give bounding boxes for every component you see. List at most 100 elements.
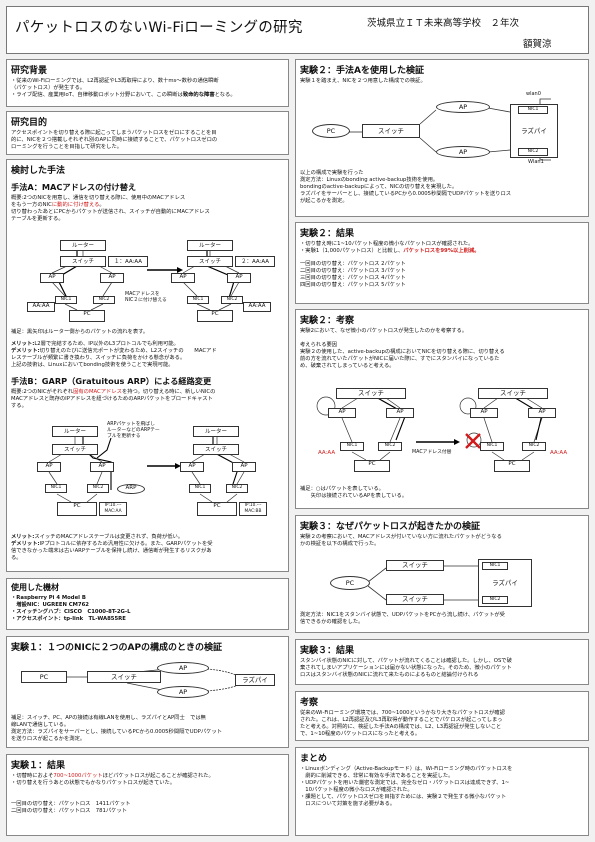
experiment2-section: 実験２：手法Aを使用した検証 実験１を踏まえ、NICを２つ用意した構成での検証。… bbox=[295, 59, 589, 217]
mac-address-label: AA:AA bbox=[550, 450, 568, 456]
result-value: 二回目の切り替え：パケットロス 781パケット bbox=[11, 808, 128, 814]
demerit-b-line: る。 bbox=[11, 555, 22, 561]
background-line: ・ライブ配信、産業用IoT、自律移動ロボット分野において、この瞬断は致命的な障害… bbox=[11, 92, 236, 98]
pc-node: PC bbox=[21, 671, 67, 683]
experiment1-notes: 補足：スイッチ、PC、APの接続は有線LANを使用し、ラズパイとAP同士 では無… bbox=[7, 715, 288, 743]
school-name: 茨城県立ＩＴ未来高等学校 ２年次 bbox=[367, 18, 520, 29]
diagram-lines bbox=[367, 565, 482, 601]
method-line: が起こるかを測定。 bbox=[300, 198, 348, 204]
ap-node: AP bbox=[528, 408, 556, 418]
switch-node: スイッチ bbox=[362, 124, 420, 138]
mac-address-label: AA:AA bbox=[27, 302, 55, 312]
pc-address-label: IP:10.---MAC:BB bbox=[239, 502, 267, 516]
arp-explanation: ARPパケットを飛ばしルーターなどのARPテーブルを更新する bbox=[107, 422, 160, 439]
switch-node: スイッチ bbox=[478, 388, 548, 399]
methods-section: 検討した手法 手法A：MACアドレスの付け替え 概要:2つのNICを用意し、通信… bbox=[6, 159, 289, 572]
arp-packet: ARP bbox=[117, 484, 145, 494]
method-a-line: をもう一方のNICに動的に付け替える。 bbox=[11, 202, 105, 208]
pc-node: PC bbox=[312, 124, 350, 138]
result-line: ロスはスタンバイ状態のNICに流れて来たものによるものと結論付けられる bbox=[300, 672, 479, 678]
experiment2-diagram: PC スイッチ AP AP ラズパイ NIC1 NIC2 wlan0 Wlan1 bbox=[296, 91, 588, 165]
pc-node: PC bbox=[330, 576, 370, 590]
equipment-item: ・スイッチングハブ：CISCO C1000-8T-2G-L bbox=[11, 609, 131, 615]
nic1-node: NIC1 bbox=[187, 296, 209, 304]
switch-node: スイッチ bbox=[336, 388, 406, 399]
diagram-lines bbox=[316, 395, 543, 461]
method-line: 信できるかの確認をした。 bbox=[300, 619, 364, 625]
nic1-node: NIC1 bbox=[55, 296, 77, 304]
experiment1-section: 実験１：１つのNICに２つのAPの構成のときの検証 PC スイッチ AP AP … bbox=[6, 636, 289, 748]
summary-line: 劇的に削減できる、非常に有効な手法であることを実証した。 bbox=[300, 773, 454, 779]
purpose-line: ローミングを行うことを目指して研究をした。 bbox=[11, 144, 123, 150]
router-node: ルーター bbox=[52, 426, 98, 437]
mac-address-label: AA:AA bbox=[318, 450, 336, 456]
wlan1-label: Wlan1 bbox=[528, 159, 544, 165]
nic1-node: NIC1 bbox=[340, 442, 364, 451]
section-title: 実験２：結果 bbox=[300, 229, 355, 239]
ap-node: AP bbox=[40, 273, 64, 283]
consideration2-section: 実験２：考察 実験2において、なぜ微小のパケットロスが発生したのかを考察する。 … bbox=[295, 309, 589, 509]
result-line: ・切替時におよそ700~1000パケットほどパケットロスが起こることが確認された… bbox=[11, 773, 214, 779]
demerit-b: デメリット:IPプロトコルに依存するため汎用性に欠ける。また、GARPパケットを… bbox=[11, 541, 213, 547]
nic1-node: NIC1 bbox=[189, 484, 211, 493]
result-line: 棄されてしまいアプリケーションには届かない状態になった。そのため、微小のパケット bbox=[300, 665, 512, 671]
method-b-line: MACアドレスと既存のIPアドレスを紐づけるためのARPパケットをブロードキャス… bbox=[11, 396, 213, 402]
method-b-diagram: ルーター スイッチ ARPパケットを飛ばしルーターなどのARPテーブルを更新する… bbox=[7, 422, 288, 522]
section-title: 実験３：なぜパケットロスが起きたかの検証 bbox=[300, 522, 481, 532]
note-line: 測定方法：ラズパイをサーバーとし、接続しているPCから0.0005秒間隔でUDP… bbox=[11, 729, 223, 735]
ap-node: AP bbox=[436, 101, 490, 113]
result-value: 二回目の切り替え：パケットロス 3パケット bbox=[300, 268, 406, 274]
nic2-node: NIC2 bbox=[221, 296, 243, 304]
switch-node: スイッチ bbox=[193, 444, 239, 455]
result-line: ・実験1（1,000パケットロス）と比較し、パケットロスを99%以上削減。 bbox=[300, 248, 480, 254]
router-node: ルーター bbox=[193, 426, 239, 437]
switch-node: スイッチ bbox=[386, 560, 444, 571]
consideration-line: 実験2において、なぜ微小のパケットロスが発生したのかを考察する。 bbox=[300, 328, 468, 334]
diagram-lines bbox=[51, 248, 240, 311]
experiment2-subtitle: 実験１を踏まえ、NICを２つ用意した構成での検証。 bbox=[300, 78, 426, 84]
method-a-title: 手法A：MACアドレスの付け替え bbox=[11, 182, 137, 192]
section-title: 研究背景 bbox=[11, 66, 48, 76]
experiment3-method: 測定方法：NIC1をスタンバイ状態で、UDPパケットをPCから流し続け、パケット… bbox=[296, 612, 588, 626]
consideration-line: 前の方を流れていたパケットがNICに届いた際に、すでにスタンバイになっているた bbox=[300, 356, 500, 362]
summary-line: ・課題として、パケットロスゼロを目指すためには、実験２で発生する微小なパケット bbox=[300, 794, 507, 800]
pc-node: PC bbox=[354, 460, 390, 472]
pc-address-label: IP:10.---MAC:AA bbox=[99, 502, 127, 516]
nic2-node: NIC2 bbox=[226, 484, 248, 493]
result-value: 一回目の切り替え：パケットロス 2パケット bbox=[300, 261, 406, 267]
background-section: 研究背景 ・従来のWi-Fiローミングでは、L2再認証やL3再取得により、数十m… bbox=[6, 59, 289, 107]
summary-line: ・UDPパケットを用いた厳密な測定では、完全なゼロ・パケットロスは達成できず、1… bbox=[300, 780, 510, 786]
pc-node: PC bbox=[197, 310, 233, 322]
pc-node: PC bbox=[57, 502, 97, 516]
ap-node: AP bbox=[157, 662, 209, 674]
section-title: 実験１：結果 bbox=[11, 761, 66, 771]
section-title: 検討した手法 bbox=[11, 166, 66, 176]
pc-node: PC bbox=[197, 502, 237, 516]
section-title: 使用した機材 bbox=[11, 583, 59, 592]
result3-section: 実験３：結果 スタンバイ状態のNICに対して、パケットが流れてくることは確認した… bbox=[295, 639, 589, 685]
mac-table-label: ２：AA:AA bbox=[235, 256, 275, 267]
method-line: ラズパイをサーバーとし、接続しているPCから0.0005秒間隔でUDPパケットを… bbox=[300, 191, 512, 197]
consideration-line: 考えられる要因 bbox=[300, 342, 338, 348]
switch-node: スイッチ bbox=[386, 594, 444, 605]
summary-line: ・Linuxボンディング（Active-Backupモード）は、Wi-Fiローミ… bbox=[300, 766, 513, 772]
section-title: 実験１：１つのNICに２つのAPの構成のときの検証 bbox=[11, 643, 223, 653]
ap-node: AP bbox=[227, 273, 251, 283]
switch-node: スイッチ bbox=[52, 444, 98, 455]
experiment3-section: 実験３：なぜパケットロスが起きたかの検証 実験２の考察において、MACアドレスが… bbox=[295, 515, 589, 633]
demerit-b-line: 信できなかった端末は古いARPテーブルを保持し続け、通信断が発生するリスクがあ bbox=[11, 548, 212, 554]
nic2-node: NIC2 bbox=[87, 484, 109, 493]
ap-node: AP bbox=[386, 408, 414, 418]
equipment-item: 増設NIC：UGREEN CM762 bbox=[11, 602, 89, 608]
summary-section: まとめ ・Linuxボンディング（Active-Backupモード）は、Wi-F… bbox=[295, 747, 589, 836]
ap-node: AP bbox=[328, 408, 356, 418]
equipment-item: ・Raspberry Pi 4 Model B bbox=[11, 595, 86, 601]
ap-node: AP bbox=[157, 686, 209, 698]
note-line: 補足：○はパケットを表している。 bbox=[300, 486, 384, 492]
ap-node: AP bbox=[37, 462, 61, 472]
demerit-a-line: レステーブルが頻繁に書き換わり、スイッチに負荷をかける懸念がある。 bbox=[11, 355, 186, 361]
ap-node: AP bbox=[171, 273, 195, 283]
method-b-title: 手法B：GARP（Gratuitous ARP）による経路変更 bbox=[11, 376, 212, 386]
result-value: 三回目の切り替え：パケットロス 4パケット bbox=[300, 275, 406, 281]
note-line: を送りロスが起こるかを測定。 bbox=[11, 736, 86, 742]
